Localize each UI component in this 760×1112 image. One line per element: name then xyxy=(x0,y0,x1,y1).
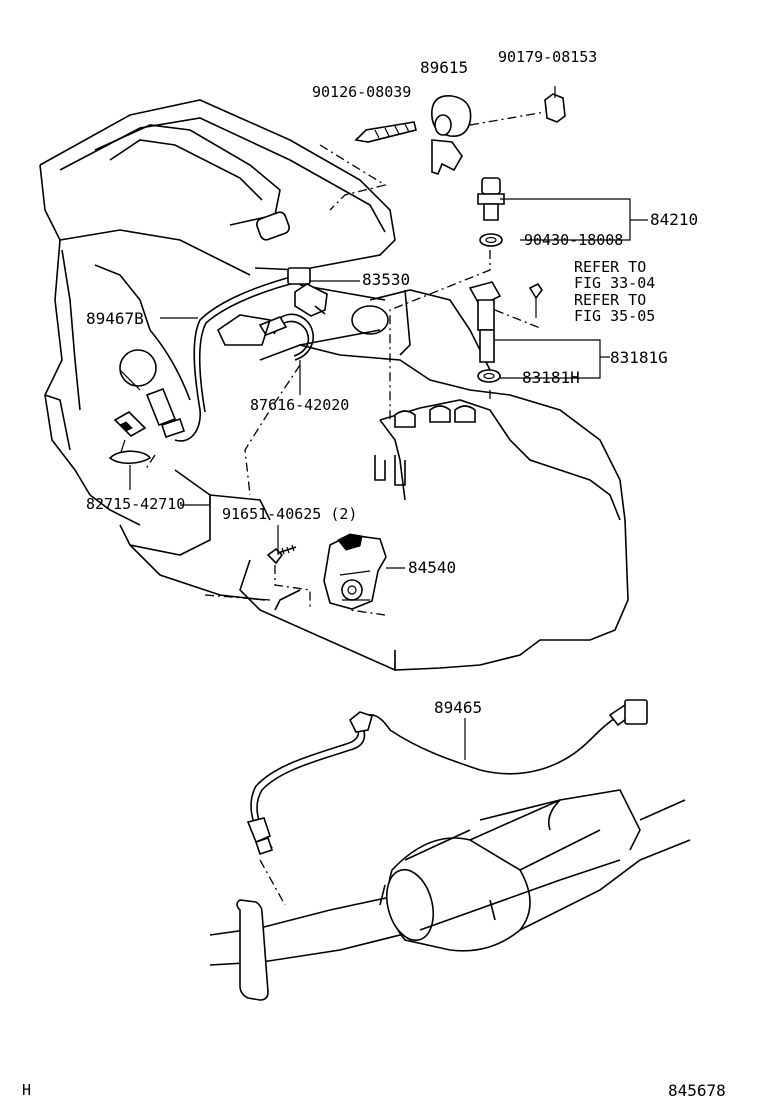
label-89615: 89615 xyxy=(420,58,469,77)
label-90430-18008: 90430-18008 xyxy=(524,231,624,249)
air-fuel-sensor-part xyxy=(119,267,311,442)
label-84540: 84540 xyxy=(408,558,457,577)
label-refer-2a: REFER TO xyxy=(574,291,647,309)
label-refer-2b: FIG 35-05 xyxy=(574,307,656,325)
footer-code-left: H xyxy=(22,1081,32,1099)
label-84210: 84210 xyxy=(650,210,699,229)
stud-bolt-part xyxy=(354,121,417,143)
bolt-part xyxy=(266,544,297,565)
label-83530: 83530 xyxy=(362,270,411,289)
o-ring-part xyxy=(477,369,501,383)
knock-sensor-part xyxy=(431,94,472,175)
exhaust-assembly-outline xyxy=(209,789,691,1001)
connector-clip-part xyxy=(108,411,152,465)
temperature-sensor-part xyxy=(294,283,328,317)
label-83181h: 83181H xyxy=(522,368,580,387)
label-refer-1b: FIG 33-04 xyxy=(574,274,656,292)
label-refer-1a: REFER TO xyxy=(574,258,647,276)
neutral-switch-part xyxy=(323,533,387,610)
gasket-part xyxy=(479,233,503,247)
label-89467b: 89467B xyxy=(86,309,144,328)
solid-leaders xyxy=(129,86,648,760)
footer-figure-number: 845678 xyxy=(668,1081,726,1100)
speed-sensor-part xyxy=(468,281,543,363)
label-83181g: 83181G xyxy=(610,348,668,367)
oxygen-sensor-part xyxy=(246,699,648,856)
clamp-part xyxy=(216,313,314,361)
oil-pressure-switch-part xyxy=(477,177,505,221)
engine-block-outline xyxy=(39,99,396,601)
label-87616-42020: 87616-42020 xyxy=(250,396,350,414)
label-90126-08039: 90126-08039 xyxy=(312,83,412,101)
nut-part xyxy=(544,93,566,123)
label-91651-40625: 91651-40625 (2) xyxy=(222,505,358,523)
label-89465: 89465 xyxy=(434,698,483,717)
label-90179-08153: 90179-08153 xyxy=(498,48,598,66)
dashed-leaders xyxy=(144,111,546,906)
label-82715-42710: 82715-42710 xyxy=(86,495,186,513)
transaxle-outline xyxy=(239,284,629,671)
